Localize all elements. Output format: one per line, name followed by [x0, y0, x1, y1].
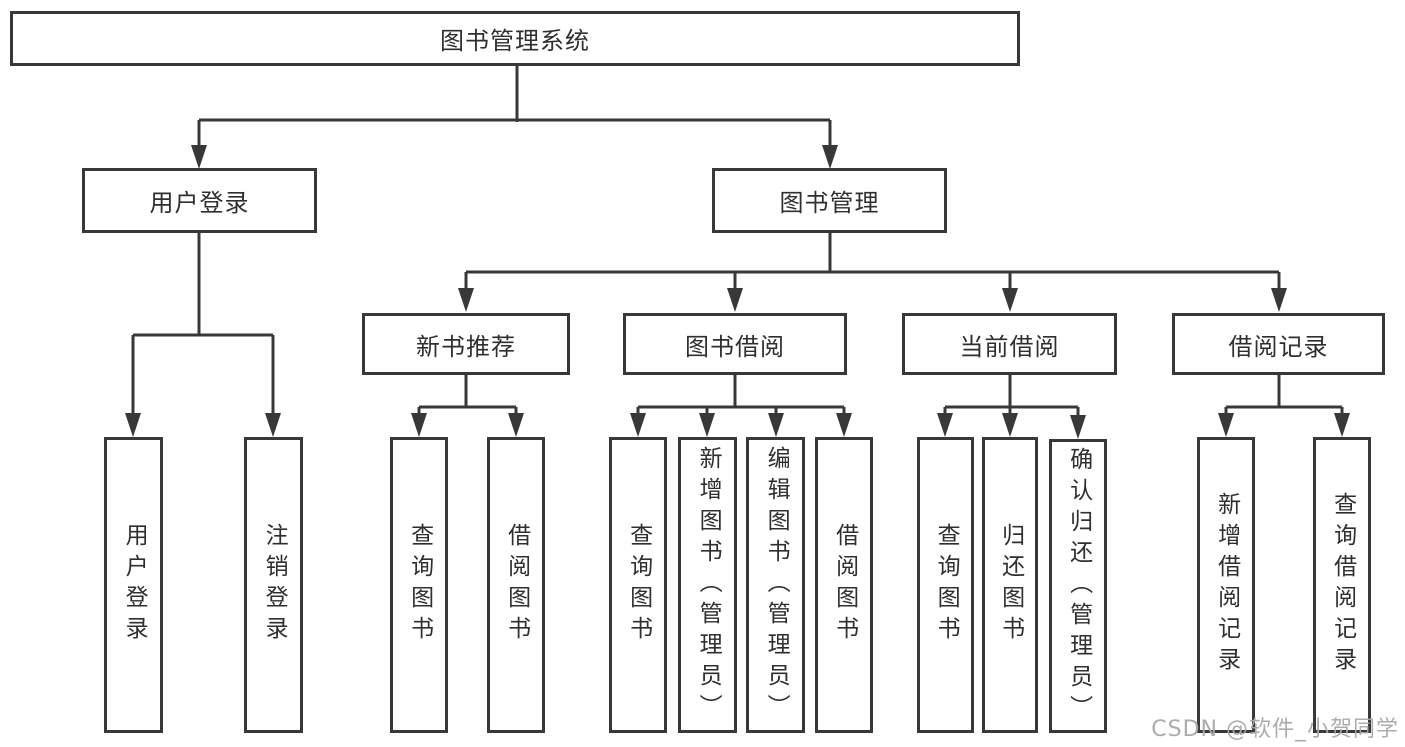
node-label: 图书借阅 — [685, 332, 785, 361]
node-label: 图书管理 — [779, 189, 880, 217]
leaf-logout: 注销登录 — [244, 437, 303, 733]
leaf-add-borrow-record: 新增借阅记录 — [1197, 437, 1255, 733]
node-borrowing-records: 借阅记录 — [1172, 313, 1385, 375]
leaf-edit-books-admin: 编辑图书（管理员） — [746, 437, 805, 733]
leaf-query-books-recommend: 查询图书 — [390, 437, 448, 733]
leaf-label: 查询图书 — [406, 523, 433, 647]
leaf-label: 借阅图书 — [831, 523, 858, 647]
leaf-return-books: 归还图书 — [982, 437, 1038, 733]
node-book-management: 图书管理 — [712, 168, 947, 233]
node-current-borrowing: 当前借阅 — [902, 313, 1117, 375]
leaf-label: 新增借阅记录 — [1213, 492, 1240, 678]
node-label: 新书推荐 — [416, 332, 516, 361]
leaf-label: 查询借阅记录 — [1329, 492, 1356, 678]
leaf-user-login: 用户登录 — [104, 437, 163, 733]
watermark: CSDN @软件_小贺同学 — [1151, 717, 1399, 742]
leaf-borrow-books-recommend: 借阅图书 — [487, 437, 545, 733]
leaf-label: 确认归还（管理员） — [1065, 446, 1092, 726]
leaf-label: 新增图书（管理员） — [695, 445, 722, 725]
leaf-label: 查询图书 — [625, 523, 652, 647]
leaf-add-books-admin: 新增图书（管理员） — [678, 437, 737, 733]
leaf-borrow-books: 借阅图书 — [815, 437, 873, 733]
leaf-label: 注销登录 — [261, 523, 288, 647]
node-label: 用户登录 — [149, 189, 250, 217]
leaf-query-books-borrow: 查询图书 — [609, 437, 667, 733]
node-label: 图书管理系统 — [440, 27, 590, 55]
leaf-query-books-current: 查询图书 — [917, 437, 974, 733]
leaf-confirm-return-admin: 确认归还（管理员） — [1049, 439, 1107, 733]
leaf-label: 归还图书 — [997, 523, 1024, 647]
leaf-query-borrow-record: 查询借阅记录 — [1313, 437, 1371, 733]
leaf-label: 编辑图书（管理员） — [763, 445, 790, 725]
node-label: 当前借阅 — [959, 332, 1060, 361]
leaf-label: 用户登录 — [121, 523, 148, 647]
node-book-borrowing: 图书借阅 — [623, 313, 847, 375]
node-new-book-recommendation: 新书推荐 — [362, 313, 570, 375]
leaf-label: 借阅图书 — [503, 523, 530, 647]
node-label: 借阅记录 — [1228, 332, 1329, 361]
leaf-label: 查询图书 — [933, 523, 960, 647]
node-book-management-system: 图书管理系统 — [10, 11, 1020, 66]
node-user-login: 用户登录 — [82, 168, 317, 233]
